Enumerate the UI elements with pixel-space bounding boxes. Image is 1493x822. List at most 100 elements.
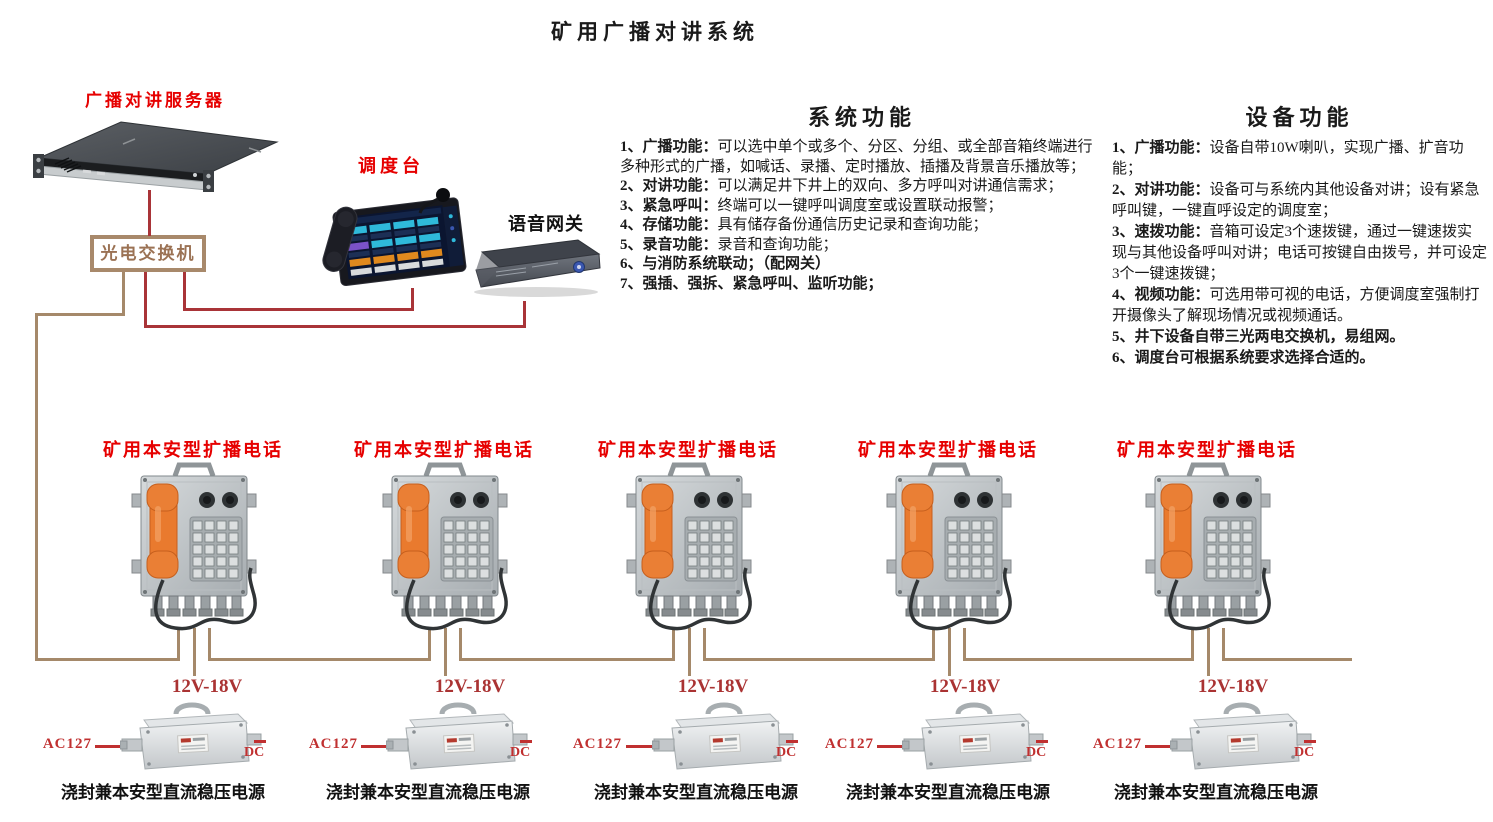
dc-lead-dash [1304, 740, 1316, 743]
dc-output-label: DC [244, 745, 265, 760]
device-function-item: 5、井下设备自带三光两电交换机，易组网。 [1112, 329, 1405, 345]
system-function-item: 3、紧急呼叫：终端可以一键呼叫调度室或设置联动报警； [620, 197, 1003, 214]
mine-phone-illustration [364, 462, 524, 637]
switch-console-link-v [183, 272, 186, 311]
device-function-item: 1、广播功能：设备自带10W喇叭，实现广播、扩音功能； [1112, 140, 1464, 177]
bus-segment [703, 658, 932, 661]
psu-label: 浇封兼本安型直流稳压电源 [61, 783, 265, 802]
page-title: 矿用广播对讲系统 [551, 20, 759, 44]
device-function-item: 2、对讲功能：设备可与系统内其他设备对讲；设有紧急呼叫键，一键直呼设定的调度室； [1112, 182, 1480, 219]
system-function-item: 4、存储功能：具有储存备份通信历史记录和查询功能； [620, 217, 988, 233]
bus-segment [963, 658, 1191, 661]
bus-segment [459, 658, 672, 661]
bus-segment [35, 658, 177, 661]
switch-gateway-link-v [144, 272, 147, 328]
phone-stub [428, 628, 431, 661]
phone-stub [459, 628, 462, 661]
phone-stub [177, 628, 180, 661]
device-function-item: 4、视频功能：可选用带可视的电话，方便调度室强制打开摄像头了解现场情况或视频通话… [1112, 287, 1480, 324]
phone-label: 矿用本安型扩播电话 [1117, 440, 1297, 460]
phone-stub [208, 628, 211, 661]
dc-output-label: DC [776, 745, 797, 760]
ac-input-label: AC127 [1092, 736, 1142, 752]
psu-illustration [902, 698, 1044, 778]
system-function-item: 2、对讲功能：可以满足井下井上的双向、多方呼叫对讲通信需求； [620, 178, 1063, 194]
device-function-item: 3、速拨功能：音箱可设定3个速拨键，通过一键速拨实现与其他设备呼叫对讲；电话可按… [1112, 224, 1488, 282]
ac-lead-line [877, 745, 905, 748]
dc-output-label: DC [1294, 745, 1315, 760]
ac-input-label: AC127 [308, 736, 358, 752]
phone-stub [672, 628, 675, 661]
power-stub [1207, 628, 1210, 676]
device-function-item: 6、调度台可根据系统要求选择合适的。 [1112, 350, 1375, 366]
ac-input-label: AC127 [824, 736, 874, 752]
bus-segment [1222, 658, 1352, 661]
voltage-label: 12V-18V [929, 676, 1001, 697]
power-stub [444, 628, 447, 676]
voltage-label: 12V-18V [1197, 676, 1269, 697]
console-riser [411, 288, 414, 311]
dc-lead-dash [786, 740, 798, 743]
power-stub [948, 628, 951, 676]
voice-gateway-illustration [474, 239, 601, 297]
dc-lead-dash [254, 740, 266, 743]
server-switch-link [148, 190, 151, 236]
device-functions-heading: 设备功能 [1245, 105, 1354, 130]
trunk-left-vertical [35, 313, 38, 661]
server-label: 广播对讲服务器 [85, 91, 225, 110]
ac-lead-line [1145, 745, 1173, 748]
switch-gateway-link-h [144, 325, 526, 328]
phone-label: 矿用本安型扩播电话 [598, 440, 778, 460]
voltage-label: 12V-18V [171, 676, 243, 697]
mine-phone-illustration [608, 462, 768, 637]
phone-stub [963, 628, 966, 661]
psu-label: 浇封兼本安型直流稳压电源 [846, 783, 1050, 802]
psu-label: 浇封兼本安型直流稳压电源 [594, 783, 798, 802]
ac-lead-line [361, 745, 389, 748]
system-function-item: 6、与消防系统联动；（配网关） [620, 256, 831, 272]
psu-label: 浇封兼本安型直流稳压电源 [326, 783, 530, 802]
phone-label: 矿用本安型扩播电话 [858, 440, 1038, 460]
phone-label: 矿用本安型扩播电话 [103, 440, 283, 460]
voltage-label: 12V-18V [434, 676, 506, 697]
ac-input-label: AC127 [42, 736, 92, 752]
system-functions-section: 系统功能 1、广播功能：可以选中单个或多个、分区、分组、或全部音箱终端进行多种形… [620, 100, 1104, 294]
gateway-riser [523, 301, 526, 328]
switch-console-link-h [183, 308, 414, 311]
bus-segment [208, 658, 428, 661]
mine-phone-illustration [113, 462, 273, 637]
phone-label: 矿用本安型扩播电话 [354, 440, 534, 460]
ac-lead-line [95, 745, 123, 748]
dc-output-label: DC [510, 745, 531, 760]
dc-lead-dash [1036, 740, 1048, 743]
switch-trunk-h [35, 313, 125, 316]
phone-stub [932, 628, 935, 661]
ac-lead-line [626, 745, 654, 748]
psu-illustration [120, 698, 262, 778]
voltage-label: 12V-18V [677, 676, 749, 697]
mine-phone-illustration [1127, 462, 1287, 637]
power-stub [193, 628, 196, 676]
optical-switch-box: 光电交换机 [90, 235, 206, 272]
switch-trunk-v [122, 272, 125, 316]
system-functions-heading: 系统功能 [807, 105, 916, 130]
voice-gateway-label: 语音网关 [508, 214, 584, 234]
dc-output-label: DC [1026, 745, 1047, 760]
system-function-item: 5、录音功能：录音和查询功能； [620, 236, 838, 253]
server-illustration [33, 121, 279, 192]
dc-lead-dash [520, 740, 532, 743]
system-function-item: 7、强插、强拆、紧急呼叫、监听功能； [620, 275, 883, 292]
psu-illustration [652, 698, 794, 778]
system-function-item: 1、广播功能：可以选中单个或多个、分区、分组、或全部音箱终端进行多种形式的广播，… [620, 139, 1093, 175]
power-stub [688, 628, 691, 676]
phone-stub [1191, 628, 1194, 661]
phone-stub [703, 628, 706, 661]
dispatch-console-illustration [322, 188, 467, 287]
psu-illustration [386, 698, 528, 778]
psu-label: 浇封兼本安型直流稳压电源 [1114, 783, 1318, 802]
device-functions-section: 设备功能 1、广播功能：设备自带10W喇叭，实现广播、扩音功能； 2、对讲功能：… [1112, 100, 1487, 369]
mine-phone-illustration [868, 462, 1028, 637]
ac-input-label: AC127 [572, 736, 622, 752]
psu-illustration [1170, 698, 1312, 778]
